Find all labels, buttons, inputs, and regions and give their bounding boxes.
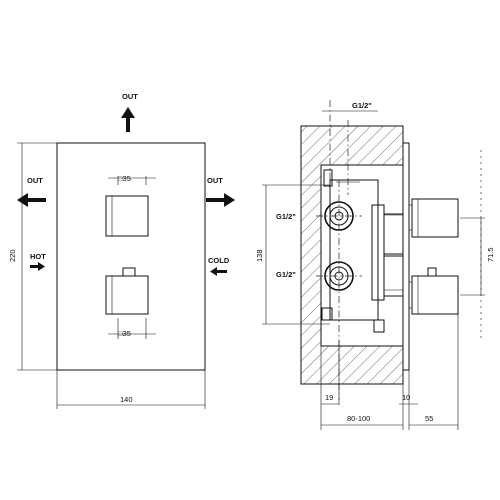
upper-knob-size: □35 <box>118 174 131 183</box>
lower-knob-size: □35 <box>118 329 131 338</box>
lower-handle <box>409 267 459 315</box>
width-dim-value: 140 <box>120 395 133 404</box>
upper-knob-body <box>105 195 149 237</box>
cover-plate <box>402 142 410 371</box>
thread-upper-label: G1/2" <box>276 212 296 221</box>
bottom-dimensions: 19 80-100 10 55 <box>320 314 459 430</box>
upper-handle <box>409 198 459 238</box>
inner-height-dim-value: 138 <box>255 249 264 262</box>
lower-knob-stem <box>122 267 136 277</box>
dim-10-value: 10 <box>402 393 410 402</box>
out-left-label: OUT <box>27 176 43 185</box>
lower-knob-body <box>105 275 149 315</box>
thread-top-label: G1/2" <box>352 101 372 110</box>
thread-lower-label: G1/2" <box>276 270 296 279</box>
cold-label: COLD <box>208 256 230 265</box>
right-height-dim-value: 71.5 <box>486 247 495 262</box>
dim-depth-value: 80-100 <box>347 414 370 423</box>
valve-body <box>321 169 404 333</box>
dim-19-value: 19 <box>325 393 333 402</box>
hot-label: HOT <box>30 252 46 261</box>
left-arrow-icon <box>17 193 46 207</box>
right-arrow-icon <box>206 193 235 207</box>
up-arrow-icon <box>121 107 135 132</box>
hot-inlet-arrow-icon <box>30 262 45 271</box>
inner-height-dimension: 138 <box>255 184 330 325</box>
height-dim-value: 220 <box>8 249 17 262</box>
cold-inlet-arrow-icon <box>210 267 227 276</box>
out-right-label: OUT <box>207 176 223 185</box>
height-dimension: 220 <box>8 142 57 371</box>
dim-55-value: 55 <box>425 414 433 423</box>
side-view: G1/2" G1/2" G1/2" 138 <box>255 100 495 430</box>
lower-knob: □35 <box>105 267 156 339</box>
front-view: □35 □35 OUT OUT OUT <box>8 92 235 409</box>
out-top-label: OUT <box>122 92 138 101</box>
width-dimension: 140 <box>56 370 206 409</box>
right-height-dimension: 71.5 <box>460 150 495 340</box>
upper-knob: □35 <box>105 174 156 237</box>
front-plate <box>56 142 206 371</box>
